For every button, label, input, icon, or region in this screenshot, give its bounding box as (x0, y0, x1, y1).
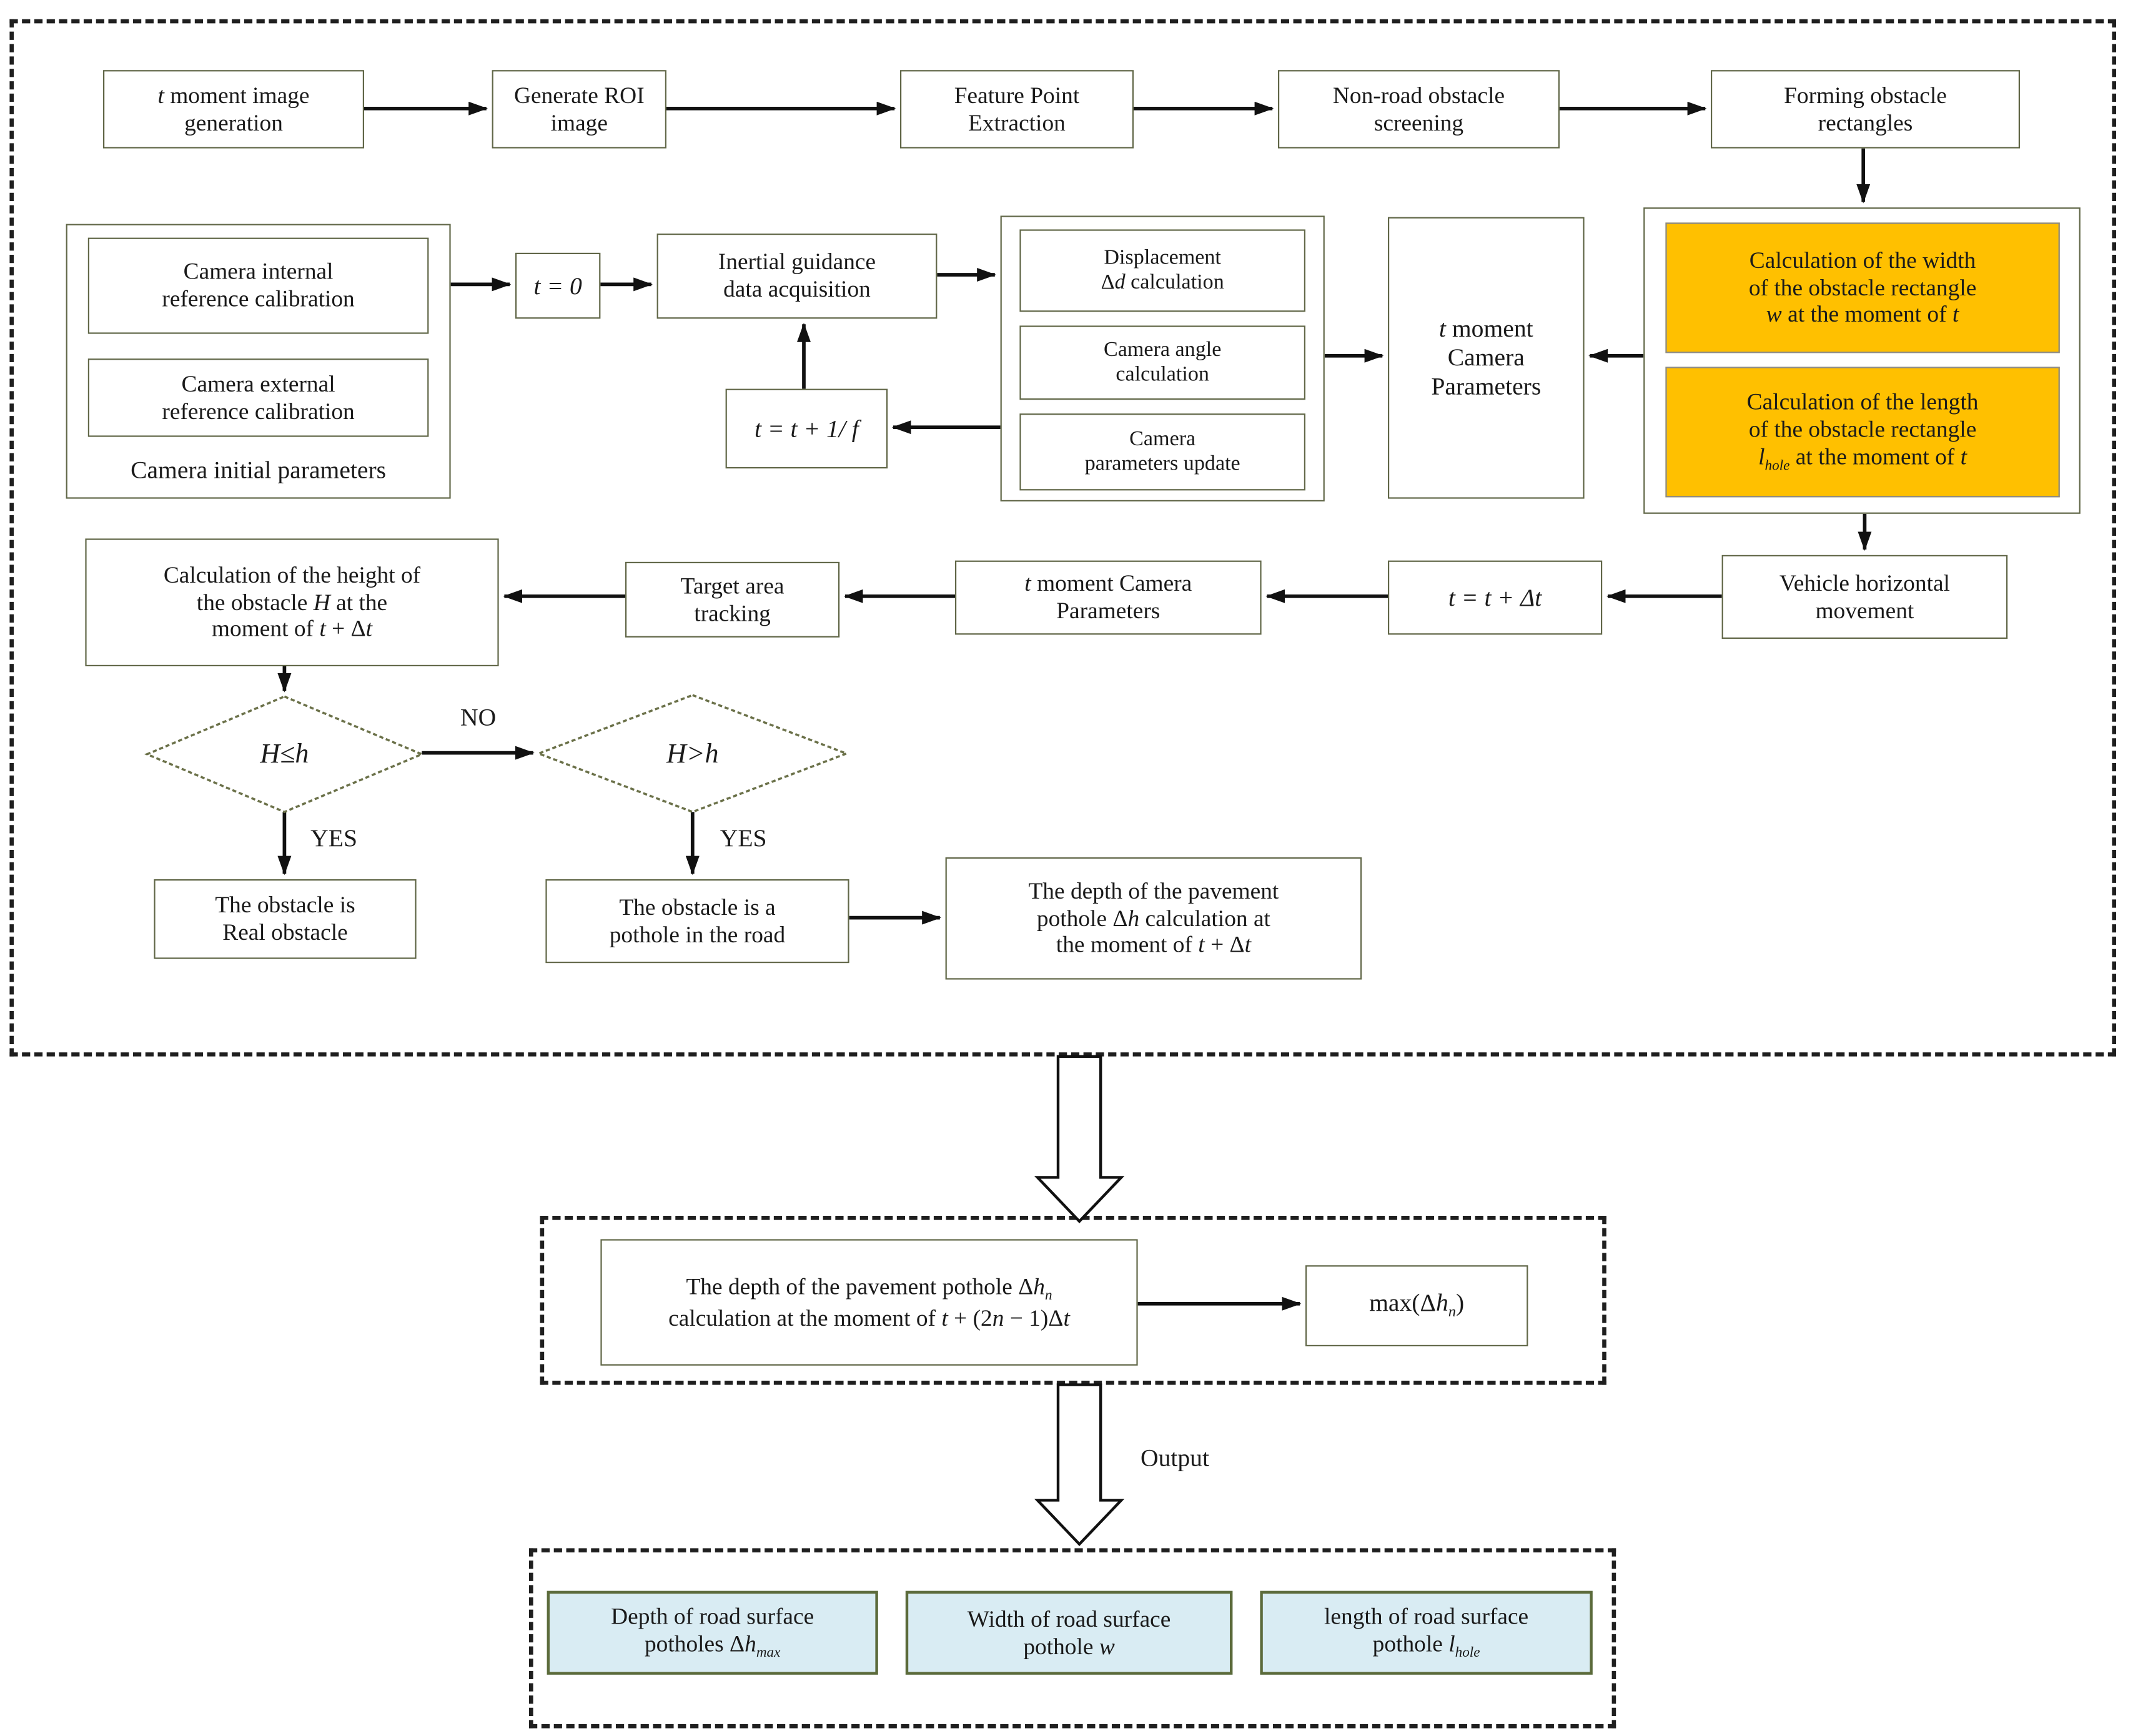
node-depth-calculation-n: The depth of the pavement pothole Δhn ca… (600, 1239, 1138, 1366)
edge-label: NO (460, 703, 497, 731)
node-displacement-calculation: Displacement Δd calculation (1019, 229, 1305, 312)
node-t-moment-camera-parameters: t moment Camera Parameters (1388, 217, 1585, 499)
node-max-depth: max(Δhn) (1305, 1265, 1528, 1346)
node-label: The obstacle is a pothole in the road (609, 894, 786, 947)
node-label: Non-road obstacle screening (1332, 82, 1505, 136)
node-label: Camera external reference calibration (162, 370, 355, 424)
node-height-calculation: Calculation of the height of the obstacl… (85, 538, 499, 666)
node-t-equals-0: t = 0 (515, 252, 601, 319)
edge-label: YES (720, 824, 767, 852)
node-label: Camera parameters update (1084, 427, 1240, 476)
node-pothole-in-road: The obstacle is a pothole in the road (545, 879, 849, 964)
node-label: t = 0 (533, 271, 582, 299)
node-inertial-guidance-acquisition: Inertial guidance data acquisition (656, 234, 938, 319)
node-camera-angle-calculation: Camera angle calculation (1019, 325, 1305, 400)
node-output-length: length of road surface pothole lhole (1260, 1591, 1593, 1675)
output-section-dashed-frame (529, 1548, 1616, 1729)
node-label: H>h (666, 738, 719, 769)
node-label: length of road surface pothole lhole (1324, 1603, 1529, 1661)
node-label: The depth of the pavement pothole Δhn ca… (668, 1273, 1070, 1331)
node-forming-obstacle-rectangles: Forming obstacle rectangles (1711, 70, 2020, 149)
node-label: Displacement Δd calculation (1101, 245, 1224, 294)
edge-label-output: Output (1113, 1440, 1237, 1479)
node-length-calculation: Calculation of the length of the obstacl… (1665, 367, 2060, 498)
node-label: Feature Point Extraction (954, 82, 1080, 136)
node-label: Camera initial parameters (131, 456, 387, 484)
node-label: t moment image generation (157, 82, 310, 136)
node-t-equals-t-plus-dt: t = t + Δt (1388, 560, 1603, 635)
depth-section-dashed-frame (540, 1216, 1606, 1385)
node-target-area-tracking: Target area tracking (625, 561, 840, 638)
node-label: Generate ROI image (513, 82, 645, 136)
edge-label: YES (310, 824, 357, 852)
edge-label-no: NO (437, 701, 520, 736)
node-output-width: Width of road surface pothole w (905, 1591, 1233, 1675)
node-camera-internal-calibration: Camera internal reference calibration (87, 237, 429, 334)
node-label: The obstacle is Real obstacle (215, 892, 355, 945)
node-t-equals-t-plus-1f: t = t + 1/ f (725, 388, 888, 469)
node-label: Calculation of the height of the obstacl… (163, 561, 421, 643)
node-depth-calculation-dt: The depth of the pavement pothole Δh cal… (945, 857, 1362, 980)
node-output-depth: Depth of road surface potholes Δhmax (547, 1591, 878, 1675)
node-label: The depth of the pavement pothole Δh cal… (1028, 877, 1279, 959)
node-camera-parameters-update: Camera parameters update (1019, 413, 1305, 491)
main-section-dashed-frame (9, 19, 2117, 1057)
node-label: t moment Camera Parameters (1431, 315, 1542, 400)
node-vehicle-horizontal-movement: Vehicle horizontal movement (1721, 555, 2008, 639)
node-non-road-obstacle-screening: Non-road obstacle screening (1278, 70, 1560, 149)
node-t-moment-camera-parameters-2: t moment Camera Parameters (955, 560, 1262, 635)
decision-diamond-h-gt (535, 694, 850, 814)
node-feature-point-extraction: Feature Point Extraction (900, 70, 1134, 149)
decision-label-h-gt: H>h (538, 695, 846, 812)
node-label: H≤h (260, 739, 309, 769)
node-label: Width of road surface pothole w (967, 1605, 1171, 1659)
node-label: Forming obstacle rectangles (1784, 82, 1947, 136)
node-label: Target area tracking (680, 572, 784, 626)
node-label: Camera angle calculation (1103, 338, 1222, 387)
node-label: Camera internal reference calibration (162, 259, 355, 312)
node-label: Calculation of the length of the obstacl… (1746, 388, 1979, 474)
node-real-obstacle: The obstacle is Real obstacle (154, 879, 417, 959)
node-label: t moment Camera Parameters (1024, 570, 1192, 624)
decision-label-h-le: H≤h (147, 696, 422, 812)
block-arrow-down-2 (1034, 1383, 1125, 1546)
group-label-camera-initial-parameters: Camera initial parameters (66, 451, 451, 492)
node-t-moment-image-generation: t moment image generation (103, 70, 364, 149)
node-label: t = t + 1/ f (754, 414, 859, 442)
node-width-calculation: Calculation of the width of the obstacle… (1665, 222, 2060, 353)
node-label: Inertial guidance data acquisition (718, 249, 876, 302)
node-camera-external-calibration: Camera external reference calibration (87, 358, 429, 437)
node-label: Calculation of the width of the obstacle… (1748, 247, 1977, 328)
node-label: Depth of road surface potholes Δhmax (611, 1603, 814, 1661)
edge-label-yes-left: YES (291, 822, 376, 857)
node-label: max(Δhn) (1369, 1289, 1465, 1321)
block-arrow-down-1 (1034, 1055, 1125, 1223)
node-label: t = t + Δt (1448, 583, 1542, 611)
node-label: Vehicle horizontal movement (1779, 570, 1950, 623)
edge-label-yes-right: YES (701, 822, 786, 857)
edge-label: Output (1140, 1444, 1209, 1472)
node-generate-roi-image: Generate ROI image (492, 70, 666, 149)
